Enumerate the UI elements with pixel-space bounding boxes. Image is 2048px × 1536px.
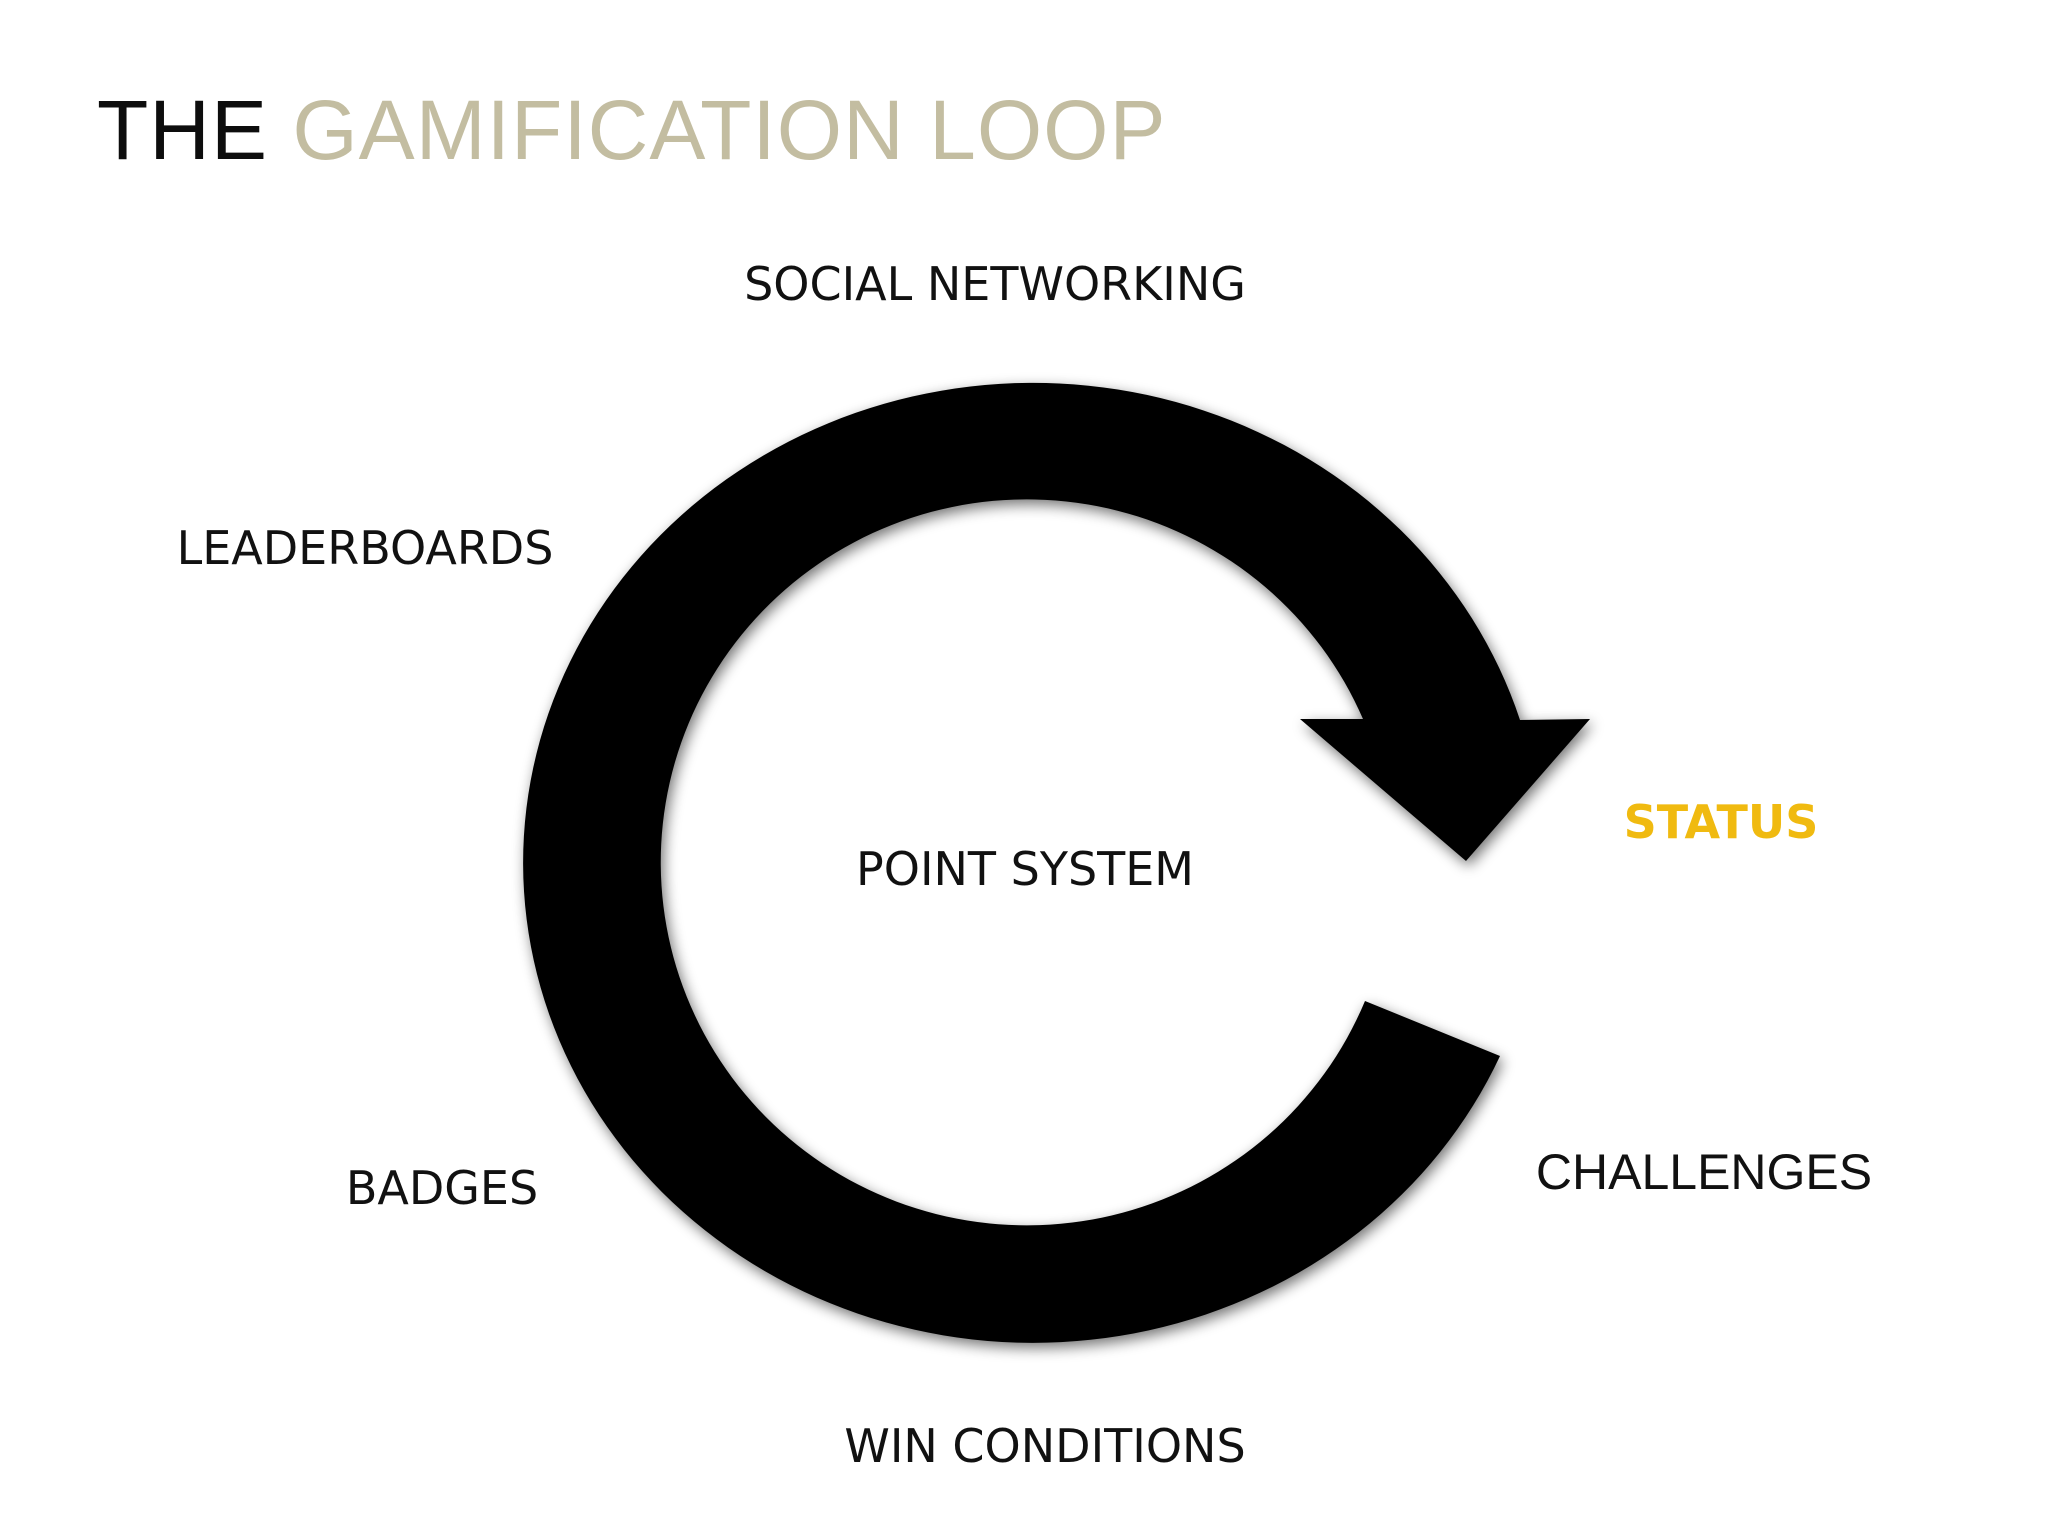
loop-arrow-shape bbox=[523, 382, 1591, 1343]
title-part-dark: THE bbox=[97, 83, 268, 177]
circular-arrow-icon bbox=[523, 382, 1591, 1343]
label-challenges: CHALLENGES bbox=[1535, 1144, 1873, 1200]
page-title: THE GAMIFICATION LOOP bbox=[97, 88, 1167, 172]
label-leaderboards: LEADERBOARDS bbox=[176, 521, 554, 575]
title-part-accent: GAMIFICATION LOOP bbox=[292, 83, 1167, 177]
label-badges: BADGES bbox=[345, 1161, 539, 1215]
label-win-conditions: WIN CONDITIONS bbox=[844, 1419, 1246, 1473]
label-point-system: POINT SYSTEM bbox=[856, 842, 1194, 896]
label-status: STATUS bbox=[1623, 795, 1819, 849]
label-social-networking: SOCIAL NETWORKING bbox=[744, 257, 1246, 311]
